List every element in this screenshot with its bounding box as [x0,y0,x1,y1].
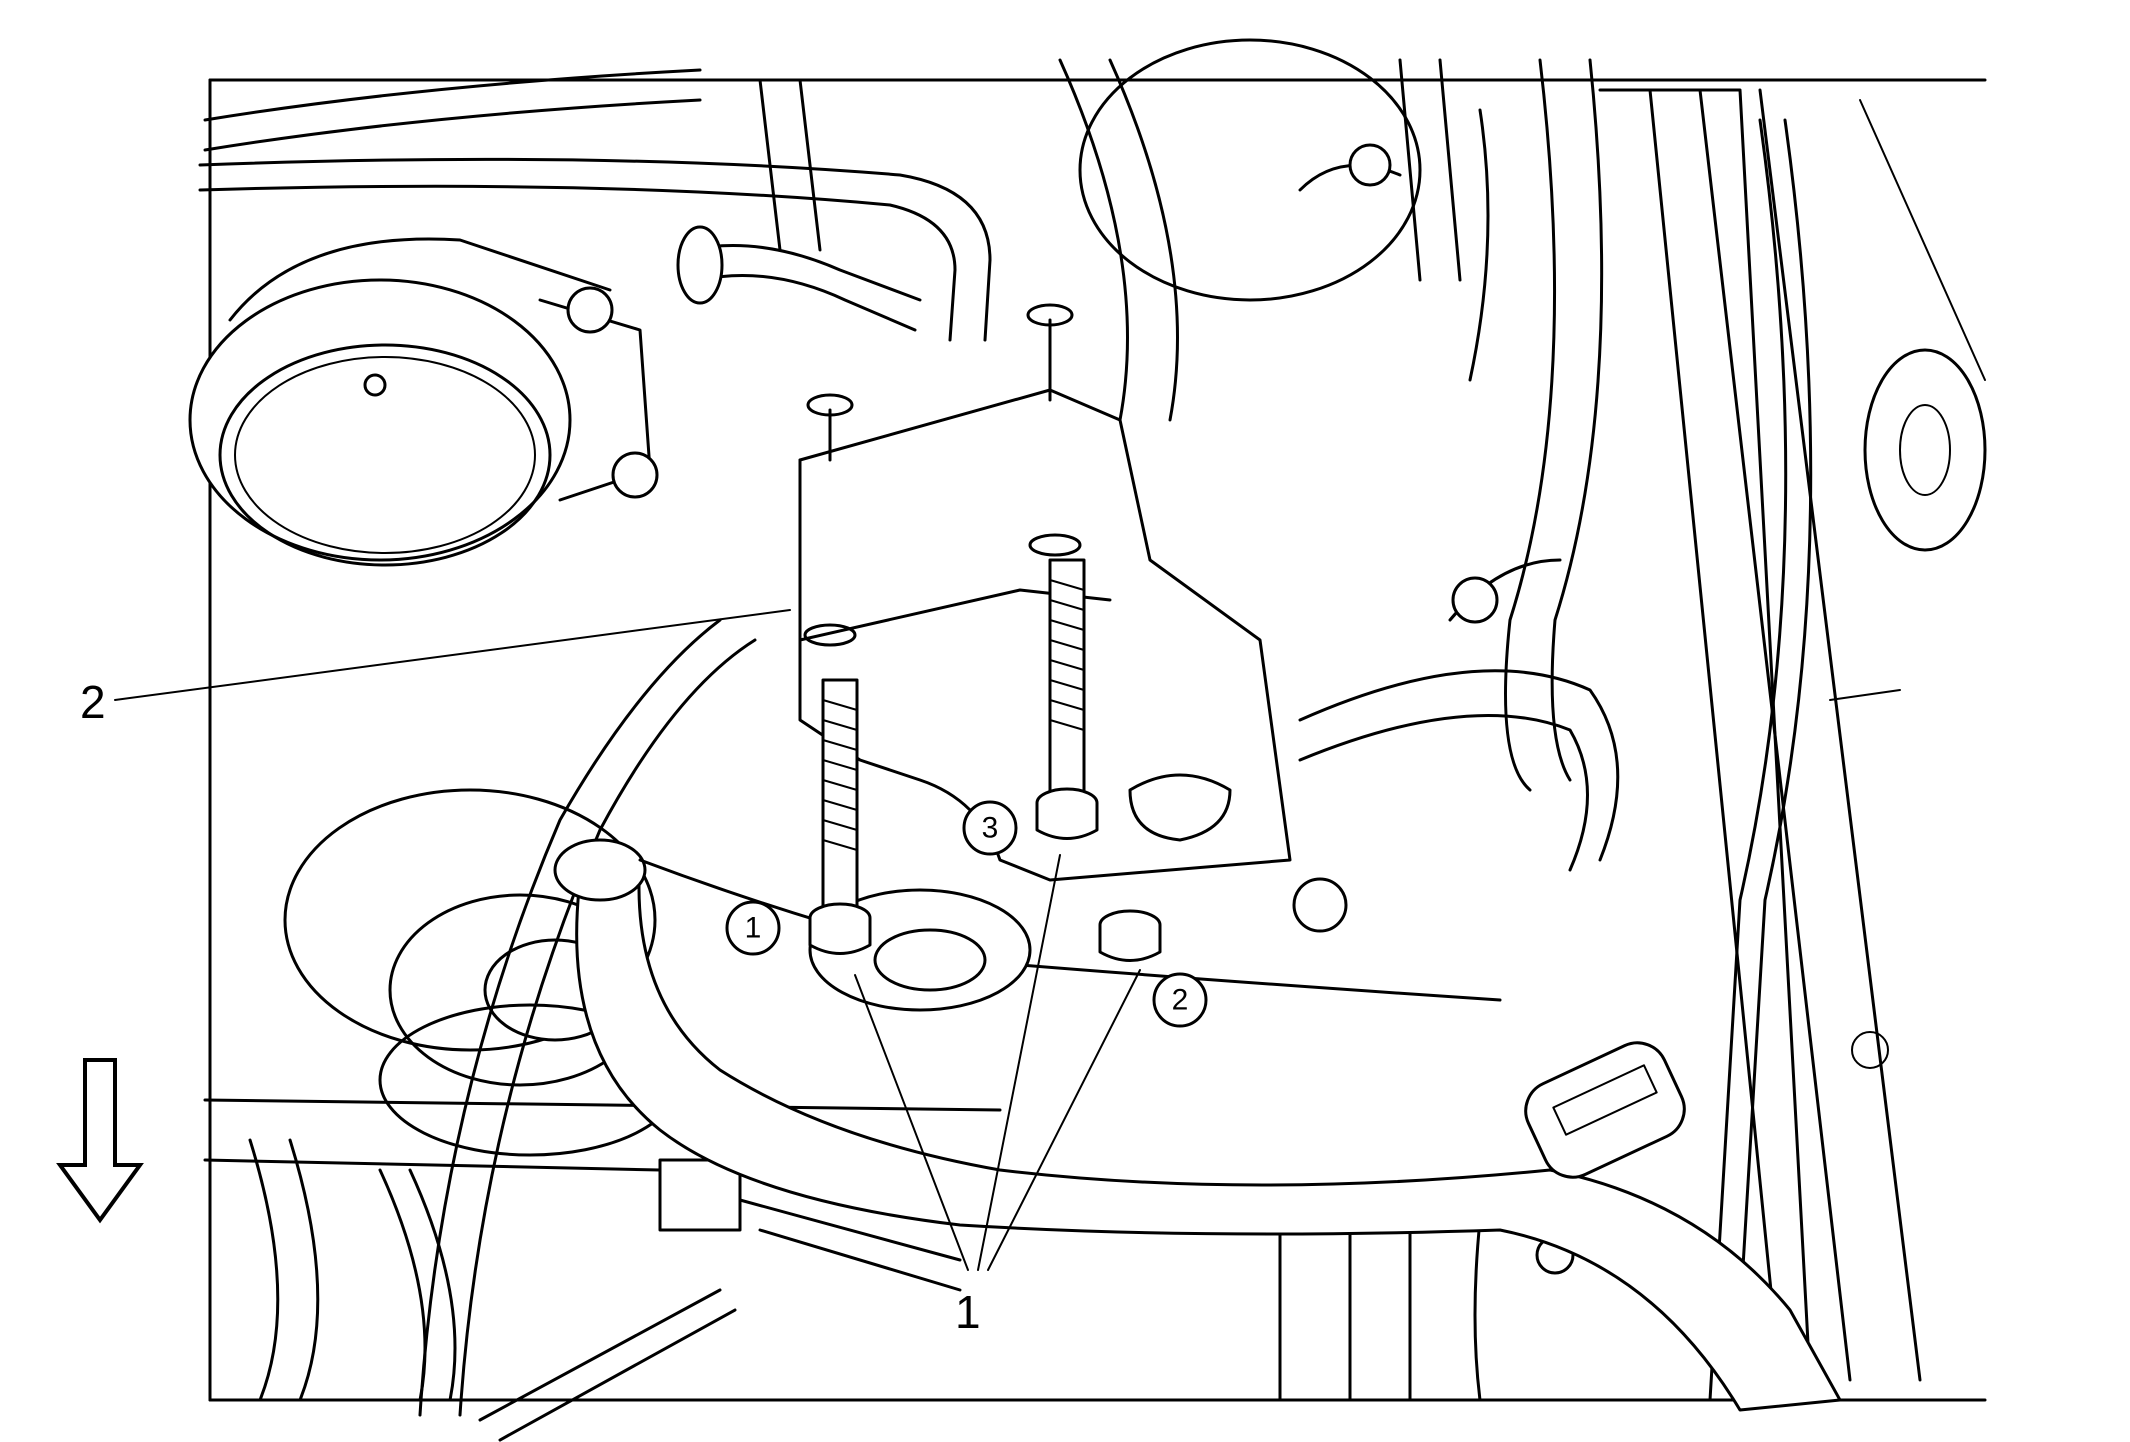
leader-lines [114,609,1141,1271]
svg-text:3: 3 [982,812,999,845]
engine-background-art [188,38,1987,1442]
bolt-3 [1035,558,1099,840]
throttle-body [188,237,659,567]
callout-bolts: 1 [955,1286,981,1338]
callout-bracket: 2 [80,676,106,728]
right-vertical-hose [1504,58,1604,792]
electrical-connector [1524,1041,1686,1179]
air-intake-duct [553,838,1842,1412]
sequence-marker-1: 1 [725,900,781,956]
bolt-1 [808,678,872,955]
down-arrow-icon [56,1058,144,1224]
sequence-marker-3: 3 [962,800,1018,856]
sequence-marker-2: 2 [1152,972,1208,1028]
svg-text:1: 1 [745,912,762,945]
diagonal-hose [418,618,757,1417]
bolt-2 [1098,909,1162,962]
svg-text:2: 2 [1172,984,1189,1017]
